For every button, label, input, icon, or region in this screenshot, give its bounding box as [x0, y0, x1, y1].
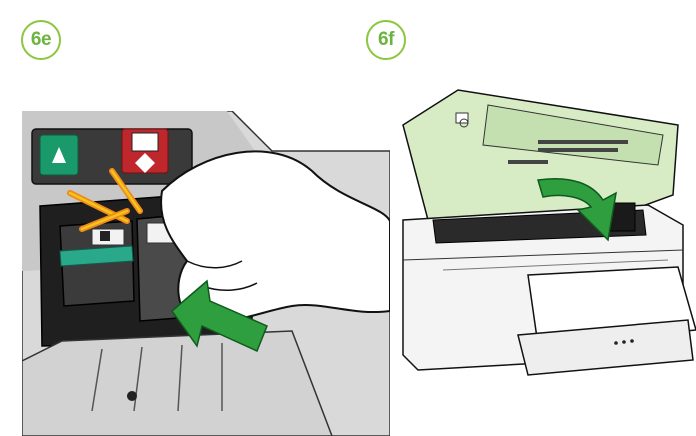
printer-close-lid-illustration — [402, 89, 696, 376]
step-label-6e: 6e — [30, 29, 52, 50]
step-badge-6f: 6f — [366, 20, 406, 60]
step-label-6f: 6f — [378, 29, 394, 50]
step-badge-6e: 6e — [21, 20, 61, 60]
cartridge-insertion-illustration — [22, 111, 390, 436]
